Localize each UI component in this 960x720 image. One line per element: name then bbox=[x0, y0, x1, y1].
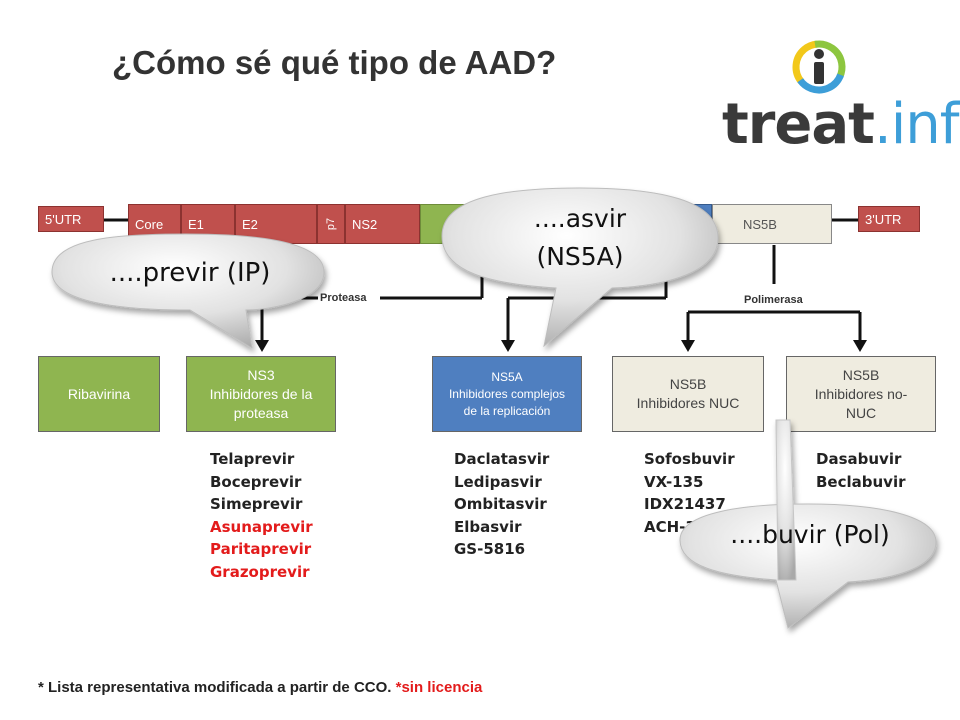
segment-3utr: 3'UTR bbox=[858, 206, 920, 232]
segment-ns5b: NS5B bbox=[712, 204, 832, 244]
segment-e2: E2 bbox=[235, 204, 317, 244]
ns5b-nonnuc-desc-2: NUC bbox=[845, 404, 877, 421]
ns5a-desc-2: de la replicación bbox=[463, 403, 551, 418]
drug-name: Ledipasvir bbox=[454, 472, 542, 491]
drug-name: Simeprevir bbox=[210, 495, 303, 513]
ribavirin-box: Ribavirina bbox=[38, 356, 160, 432]
ns5b-nonnuc-desc-1: Inhibidores no- bbox=[814, 385, 908, 402]
footnote: * Lista representativa modificada a part… bbox=[38, 679, 482, 696]
footnote-warning: *sin licencia bbox=[395, 679, 483, 696]
nonnuc-drug-list: Dasabuvir Beclabuvir bbox=[816, 448, 906, 493]
page-title: ¿Cómo sé qué tipo de AAD? bbox=[112, 44, 557, 81]
info-logo-icon bbox=[792, 40, 846, 94]
logo-wordmark: treat.info bbox=[722, 92, 960, 157]
ns3-box: NS3 Inhibidores de la proteasa bbox=[186, 356, 336, 432]
drug-name: Ombitasvir bbox=[454, 495, 547, 513]
drug-name: Sofosbuvir bbox=[644, 450, 735, 468]
nuc-drug-list: Sofosbuvir VX-135 IDX21437 ACH-3422 bbox=[644, 448, 735, 538]
drug-name: Beclabuvir bbox=[816, 472, 906, 491]
ns5b-nuc-desc: Inhibidores NUC bbox=[636, 395, 740, 411]
drug-name: Elbasvir bbox=[454, 517, 522, 536]
ribavirin-label: Ribavirina bbox=[67, 385, 131, 402]
ns5a-drug-list: Daclatasvir Ledipasvir Ombitasvir Elbasv… bbox=[454, 448, 549, 561]
drug-name-unlicensed: Paritaprevir bbox=[210, 540, 312, 558]
ns5a-callout-text-2: (NS5A) bbox=[536, 242, 624, 271]
logo-info: .info bbox=[873, 92, 960, 157]
drug-name: Daclatasvir bbox=[454, 450, 550, 468]
footnote-main: * Lista representativa modificada a part… bbox=[38, 679, 392, 696]
logo-treat: treat bbox=[722, 92, 875, 157]
polymerase-label: Polimerasa bbox=[744, 294, 803, 306]
protease-drug-list: Telaprevir Boceprevir Simeprevir Asunapr… bbox=[210, 448, 313, 583]
ns5b-nuc-box: NS5B Inhibidores NUC bbox=[612, 356, 764, 432]
drug-name: Telaprevir bbox=[210, 450, 295, 468]
ns5b-nonnuc-box: NS5B Inhibidores no- NUC bbox=[786, 356, 936, 432]
segment-ns2: NS2 bbox=[345, 204, 420, 244]
ns3-desc-2: proteasa bbox=[233, 404, 289, 421]
segment-p7: p7 bbox=[317, 204, 345, 244]
pol-callout-bubble bbox=[679, 419, 937, 629]
ns5a-callout-text-1: ....asvir bbox=[533, 204, 627, 233]
ns5b-nonnuc-title: NS5B bbox=[842, 366, 880, 383]
pol-callout-text: ....buvir (Pol) bbox=[730, 520, 890, 549]
ns5a-box: NS5A Inhibidores complejos de la replica… bbox=[432, 356, 582, 432]
ip-callout-text: ....previr (IP) bbox=[109, 258, 271, 288]
protease-label: Proteasa bbox=[320, 292, 367, 304]
ns5a-callout-bubble bbox=[441, 187, 719, 348]
ns5a-desc-1: Inhibidores complejos bbox=[448, 386, 566, 401]
drug-name: Dasabuvir bbox=[816, 450, 902, 468]
drug-name: VX-135 bbox=[644, 472, 704, 491]
ip-callout-bubble bbox=[51, 233, 325, 349]
ns3-title: NS3 bbox=[247, 366, 275, 383]
drug-name: Boceprevir bbox=[210, 472, 302, 491]
ns5a-title: NS5A bbox=[491, 369, 523, 384]
ns5b-nuc-title: NS5B bbox=[669, 376, 707, 392]
segment-5utr: 5'UTR bbox=[38, 206, 104, 232]
ns3-desc-1: Inhibidores de la bbox=[209, 385, 313, 402]
drug-name-unlicensed: Asunaprevir bbox=[210, 517, 313, 536]
drug-name: IDX21437 bbox=[644, 495, 726, 513]
drug-name-unlicensed: Grazoprevir bbox=[210, 562, 310, 581]
drug-name: GS-5816 bbox=[454, 540, 526, 558]
